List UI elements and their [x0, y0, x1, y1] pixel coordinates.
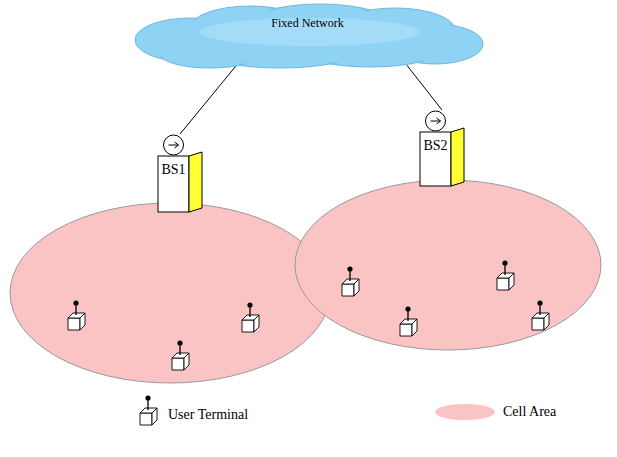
user-terminal: [172, 340, 189, 370]
network-cloud: Fixed Network: [130, 2, 485, 70]
station-label: BS1: [161, 162, 185, 178]
legend-swatch: [435, 404, 495, 420]
legend-label: User Terminal: [168, 407, 248, 423]
station-label: BS2: [423, 138, 447, 154]
user-terminal: [497, 260, 514, 290]
network-label: Fixed Network: [271, 16, 343, 31]
node-shape: [130, 2, 485, 70]
legend-terminal-icon: [140, 395, 157, 425]
cell-area: [10, 203, 330, 383]
base-station: BS1: [158, 134, 202, 212]
legend-label: Cell Area: [503, 404, 556, 420]
user-terminal: [400, 306, 417, 336]
user-terminal: [532, 300, 549, 330]
base-station: BS2: [420, 110, 464, 186]
user-terminal: [242, 302, 259, 332]
cell-area: [295, 180, 601, 350]
network-link: [180, 65, 237, 134]
user-terminal: [342, 266, 359, 296]
network-link: [407, 65, 442, 110]
user-terminal: [68, 300, 85, 330]
